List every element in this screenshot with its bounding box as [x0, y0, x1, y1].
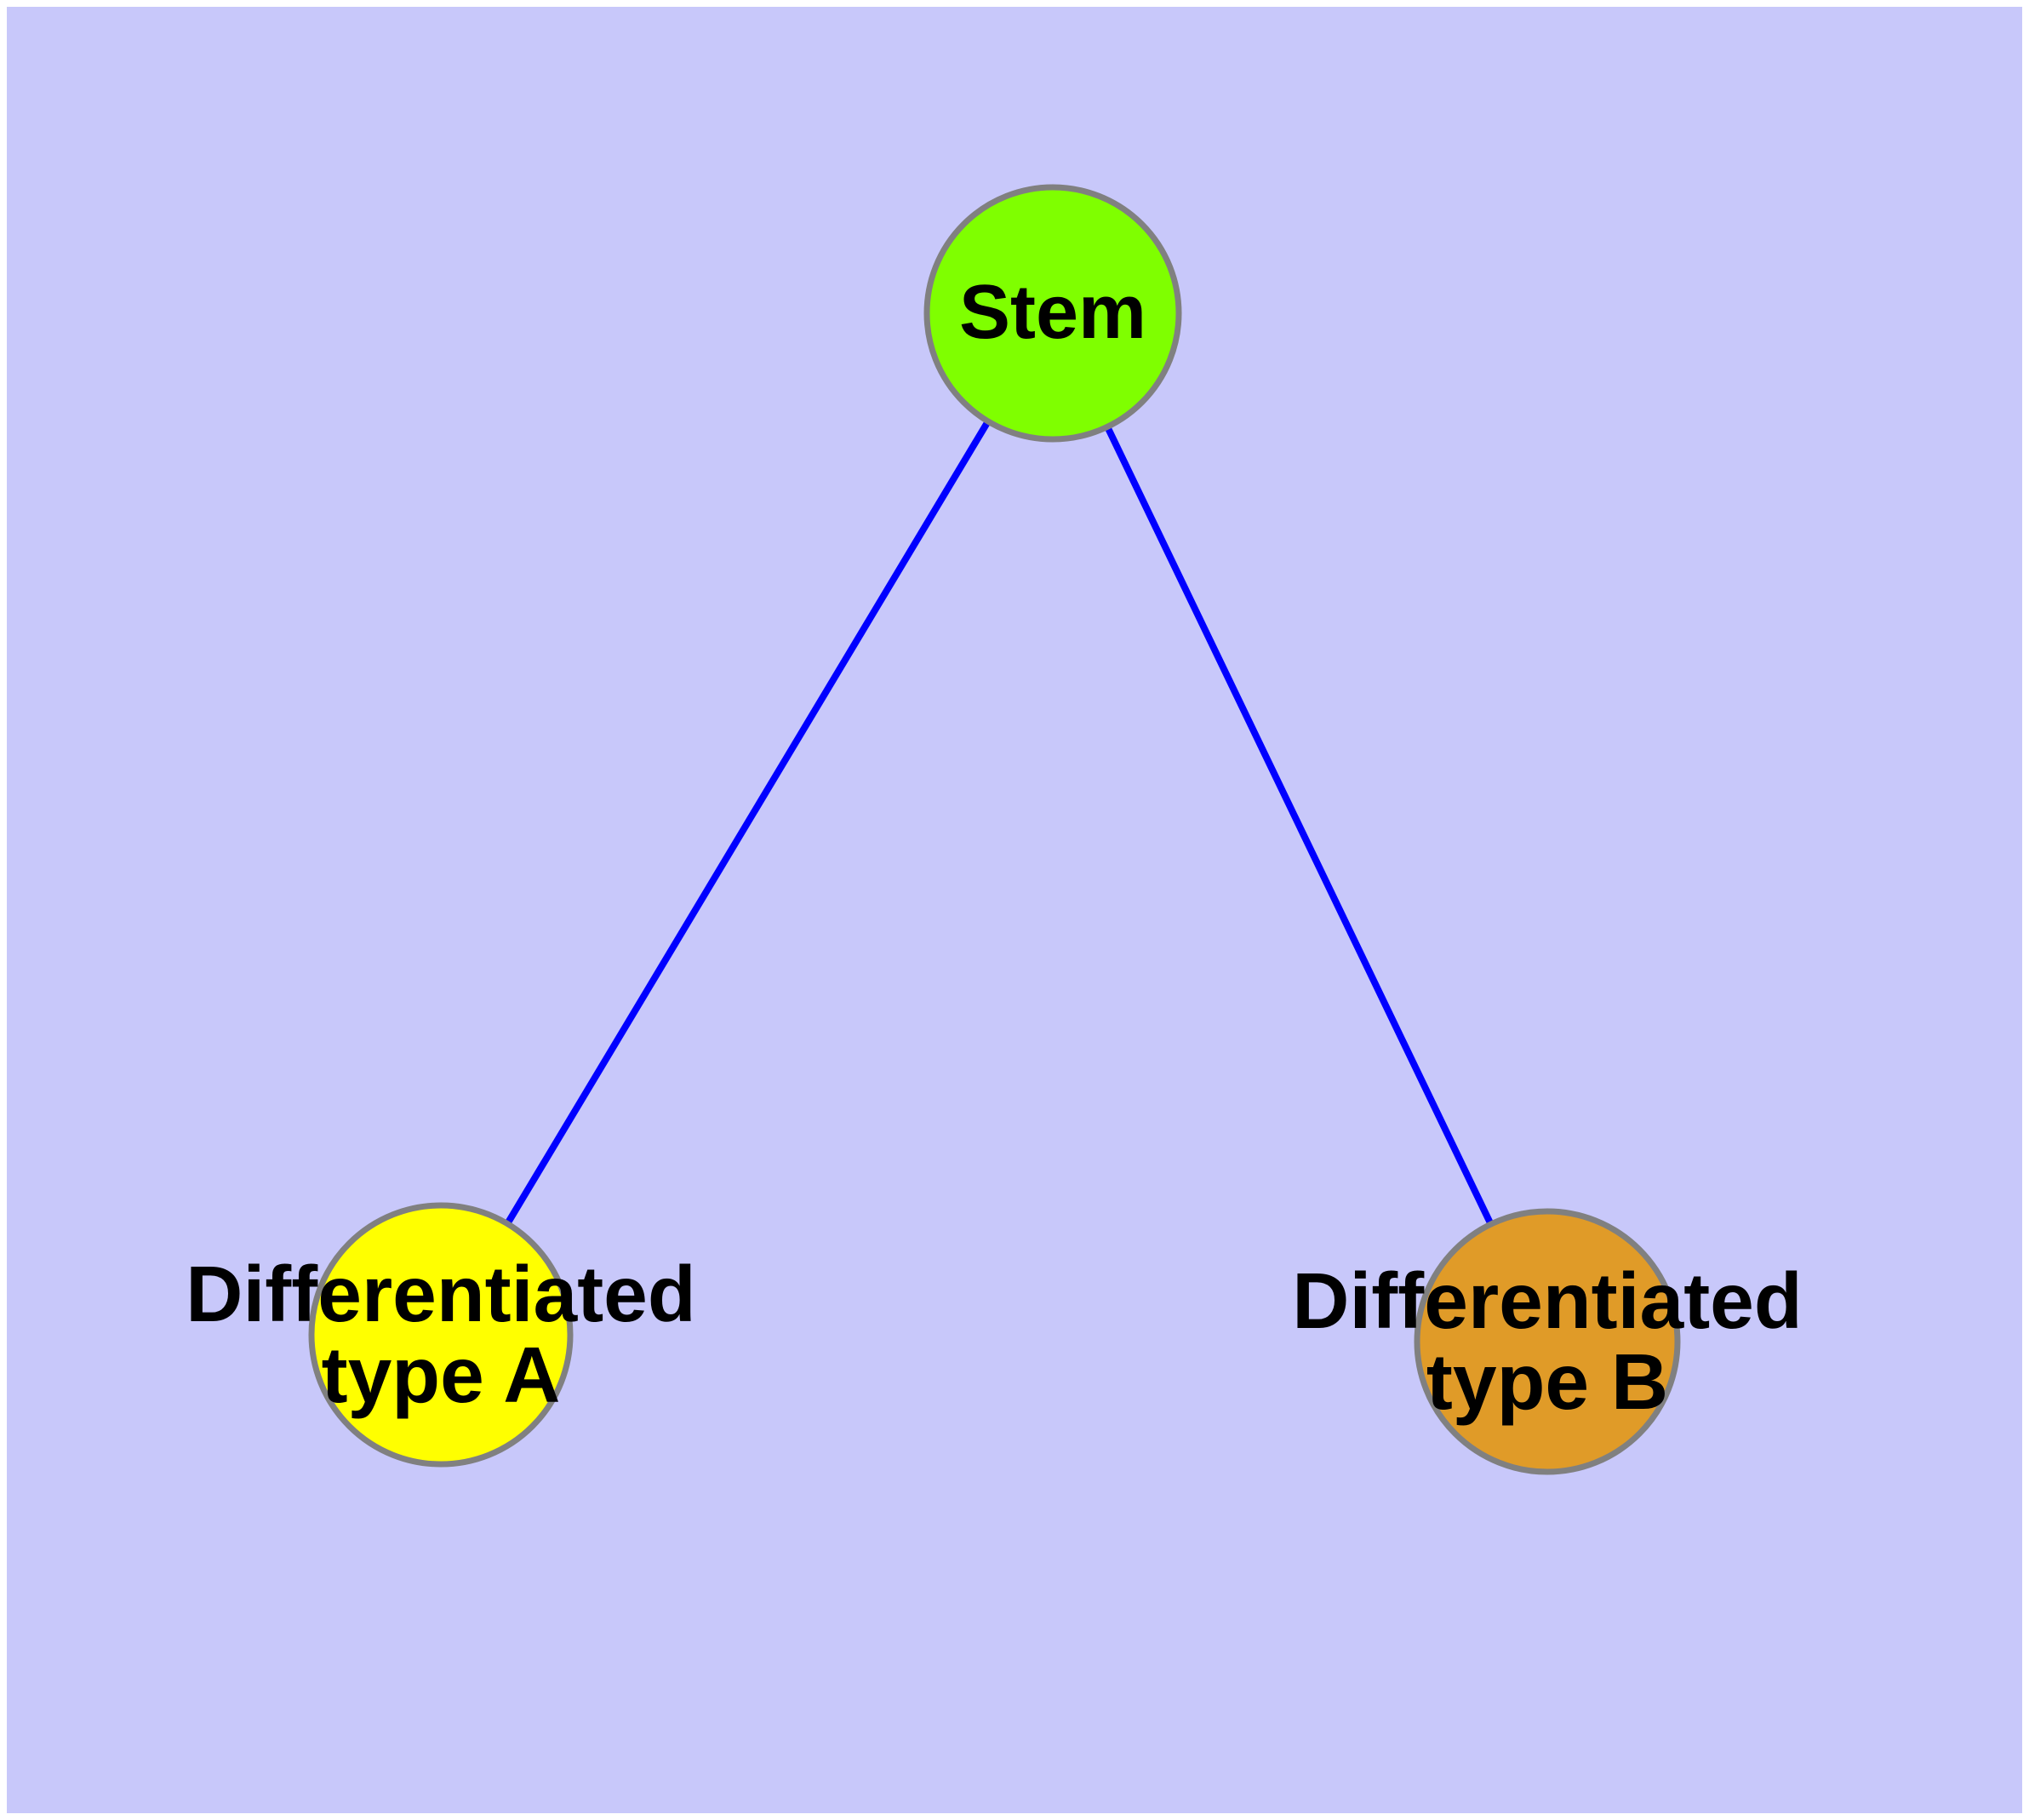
node-circle-diff_a[interactable] [308, 1202, 574, 1468]
edge-stem-diff-b[interactable] [1049, 312, 1551, 1343]
edge-stem-diff-a[interactable] [437, 311, 1056, 1337]
node-circle-stem[interactable] [923, 184, 1182, 443]
edges-layer [437, 311, 1551, 1343]
nodes-layer [308, 184, 1681, 1475]
node-circle-diff_b[interactable] [1414, 1208, 1681, 1475]
graph-svg [308, 184, 1681, 1475]
